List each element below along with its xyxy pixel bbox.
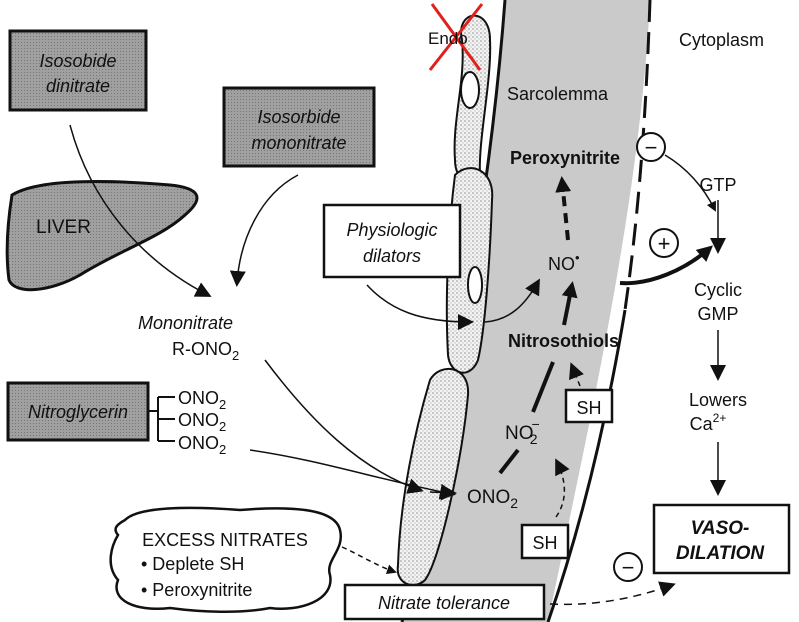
sh-upper-label: SH <box>576 398 601 418</box>
isosorbide-mononitrate-box <box>222 86 376 168</box>
arrow-nitrosothiols-to-no <box>561 281 578 326</box>
ono2-group-1: ONO2 <box>178 388 226 412</box>
calcium-label: Ca2+ <box>690 411 727 434</box>
endo-label: Endo <box>428 29 468 48</box>
excess-nitrates-item-1: • Deplete SH <box>141 554 244 574</box>
ono2-group-3: ONO2 <box>178 433 226 457</box>
minus-sign-bottom: − <box>622 555 635 580</box>
nitroglycerin-label: Nitroglycerin <box>28 402 128 422</box>
cyclic-label: Cyclic <box>694 280 742 300</box>
sh-box-lower <box>520 523 570 560</box>
isosorbide-dinitrate-line1: Isosobide <box>39 51 116 71</box>
physiologic-dilators-line2: dilators <box>363 246 421 266</box>
vasodilation-line1: VASO- <box>691 518 750 539</box>
arrow-sh-to-nitrosothiols <box>569 362 584 387</box>
excess-nitrates-item-2: • Peroxynitrite <box>141 580 252 600</box>
excess-nitrates-cloud <box>109 506 343 614</box>
lowers-label: Lowers <box>689 390 747 410</box>
liver-label: LIVER <box>36 217 91 238</box>
arrow-dilators-to-no-2 <box>484 278 540 323</box>
endo-cross-out <box>428 3 484 71</box>
arrow-tolerance-to-vasodilation <box>549 581 676 606</box>
nitrate-tolerance-label: Nitrate tolerance <box>378 593 510 613</box>
no-radical-label: NO• <box>548 250 580 274</box>
minus-sign-top: − <box>645 135 658 160</box>
sh-lower-label: SH <box>532 533 557 553</box>
arrow-sh-to-no2 <box>555 458 570 518</box>
cytoplasm-boundary <box>546 309 627 622</box>
nitrosothiols-label: Nitrosothiols <box>508 331 619 351</box>
arrow-nitroglycerin-to-ono2 <box>249 449 456 500</box>
arrow-excess-to-tolerance <box>341 546 397 575</box>
isosorbide-mononitrate-line1: Isosorbide <box>257 107 340 127</box>
arrow-dilators-to-no <box>366 284 474 330</box>
bond-no2-to-nitrosothiols <box>531 361 555 413</box>
inhibit-vasodilation-minus-circle <box>613 552 643 582</box>
bond-ono2-to-no2 <box>498 448 520 475</box>
liver-shape <box>5 179 199 292</box>
gmp-label: GMP <box>697 304 738 324</box>
arrow-no-stimulates-cgmp <box>619 245 714 286</box>
peroxynitrite-label: Peroxynitrite <box>510 148 620 168</box>
inhibit-gtp-minus-circle <box>636 132 666 162</box>
stimulate-plus-circle <box>649 228 679 258</box>
isosorbide-mononitrate-line2: mononitrate <box>251 133 346 153</box>
arrow-mononitrate-drug-to-mononitrate <box>229 174 299 287</box>
plus-sign: + <box>658 231 671 256</box>
arrow-mononitrate-to-ono2 <box>264 359 424 494</box>
vasodilation-line2: DILATION <box>676 543 766 564</box>
ono2-intracellular: ONO2 <box>467 487 518 511</box>
arrow-peroxynitrite-inhibits <box>664 154 716 212</box>
nitrate-tolerance-box <box>343 583 546 621</box>
smooth-muscle-cell-band <box>402 0 650 622</box>
isosorbide-dinitrate-box <box>8 29 148 112</box>
cytoplasm-label: Cytoplasm <box>679 30 764 50</box>
vasodilation-box <box>652 503 791 575</box>
sh-box-upper <box>564 388 614 424</box>
physiologic-dilators-box <box>322 203 462 279</box>
nitroglycerin-bonds <box>148 396 175 442</box>
isosorbide-dinitrate-line2: dinitrate <box>46 76 110 96</box>
gtp-label: GTP <box>699 175 736 195</box>
r-ono2-label: R-ONO2 <box>172 339 239 363</box>
mononitrate-label: Mononitrate <box>138 313 233 333</box>
excess-nitrates-title: EXCESS NITRATES <box>142 530 308 550</box>
cytoplasm-boundary-dashed <box>623 0 652 311</box>
sarcolemma-label: Sarcolemma <box>507 84 609 104</box>
arrow-dinitrate-to-mononitrate <box>69 124 212 297</box>
no2-minus-label: NO−2 <box>505 416 540 447</box>
ono2-group-2: ONO2 <box>178 410 226 434</box>
physiologic-dilators-line1: Physiologic <box>346 220 437 240</box>
